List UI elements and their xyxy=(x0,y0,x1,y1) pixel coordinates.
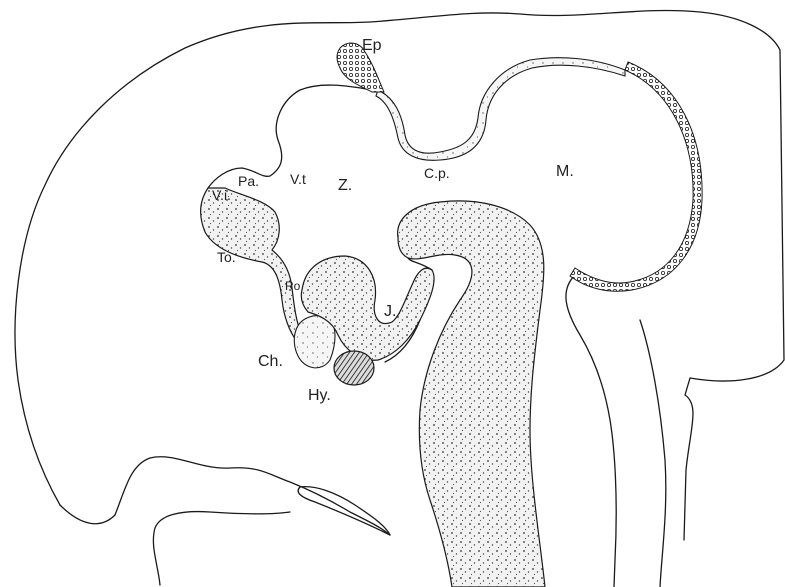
label-ch: Ch. xyxy=(258,353,283,370)
hindbrain-wall xyxy=(566,275,616,587)
hypophysis xyxy=(334,351,374,385)
label-ep: Ep xyxy=(362,37,382,54)
label-m: M. xyxy=(556,163,574,180)
head-outline xyxy=(15,10,784,540)
oral-contour xyxy=(298,487,390,535)
label-ro: Ro xyxy=(285,279,301,293)
label-hy: Hy. xyxy=(308,387,331,404)
optic-chiasma xyxy=(294,316,335,368)
label-z: Z. xyxy=(338,177,352,194)
label-vi: V.i. xyxy=(212,187,231,203)
neural-tube-band xyxy=(398,201,545,587)
anterior-wall xyxy=(201,188,302,340)
posterior-contour xyxy=(640,320,666,587)
label-cp: C.p. xyxy=(424,165,450,181)
label-to: To. xyxy=(217,249,236,265)
choroid-plexus xyxy=(376,58,625,161)
label-vt: V.t xyxy=(290,171,306,187)
label-pa: Pa. xyxy=(238,173,259,189)
lower-jaw-contour xyxy=(153,512,290,585)
label-j: J. xyxy=(384,303,396,320)
midbrain-roof xyxy=(570,62,702,291)
